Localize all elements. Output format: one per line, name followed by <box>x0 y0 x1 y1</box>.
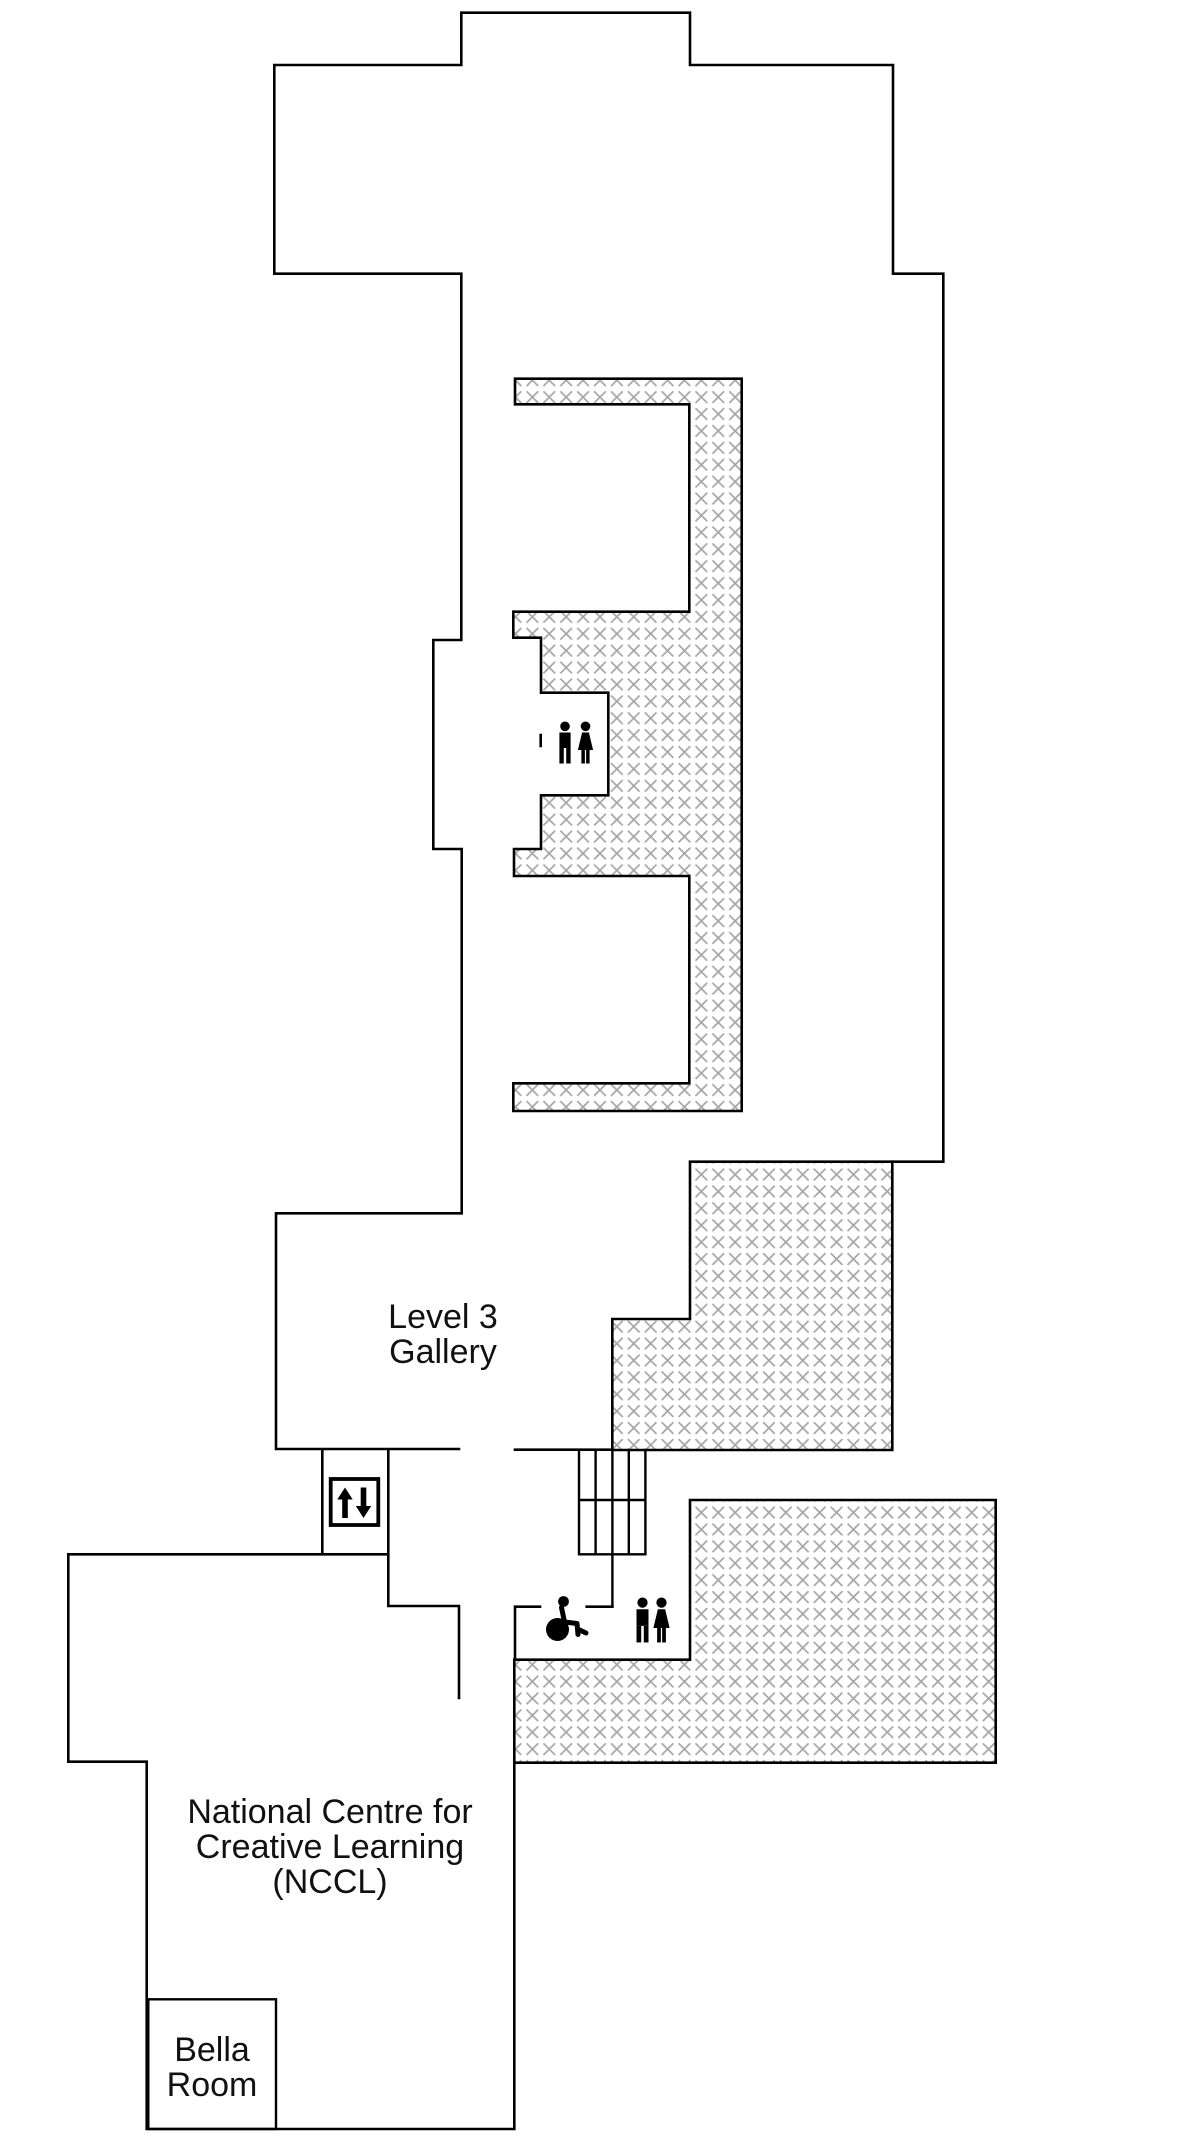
bella-room-outline <box>147 1998 278 2131</box>
bella-label-line1: Bella <box>174 2031 250 2069</box>
nccl-label-line1: National Centre for <box>187 1793 472 1831</box>
nccl-label-line3: (NCCL) <box>272 1863 387 1901</box>
labels: Level 3 Gallery National Centre for Crea… <box>167 1298 498 2104</box>
hatched-area-gallery-core <box>511 377 743 1113</box>
nccl-label-line2: Creative Learning <box>196 1828 464 1866</box>
stairs <box>577 1448 647 1608</box>
hatched-areas <box>511 377 997 1764</box>
accessible-toilet-icon <box>546 1596 589 1641</box>
bella-label-line2: Room <box>167 2066 258 2104</box>
lift-icon <box>328 1477 381 1527</box>
gallery-label-line2: Gallery <box>389 1333 497 1371</box>
building-outline <box>67 11 945 2131</box>
gallery-label-line1: Level 3 <box>388 1298 498 1336</box>
